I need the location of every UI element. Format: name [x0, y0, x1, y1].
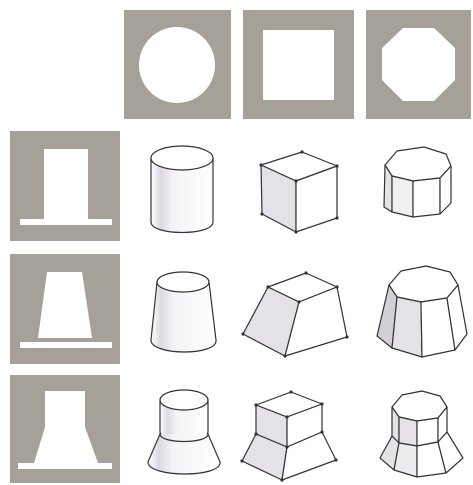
sketch-octagon-flared [380, 391, 463, 477]
sketch-cylinder-straight [151, 146, 213, 233]
sketch-cylinder-flared [148, 390, 220, 474]
sketch-cylinder-tapered [151, 272, 216, 352]
sketch-octagon-tapered [377, 266, 467, 357]
sketch-cube-straight [259, 150, 338, 233]
sketch-cube-flared [240, 390, 337, 481]
sketch-octagon-straight [384, 147, 451, 217]
sketch-cube-tapered [241, 271, 348, 357]
